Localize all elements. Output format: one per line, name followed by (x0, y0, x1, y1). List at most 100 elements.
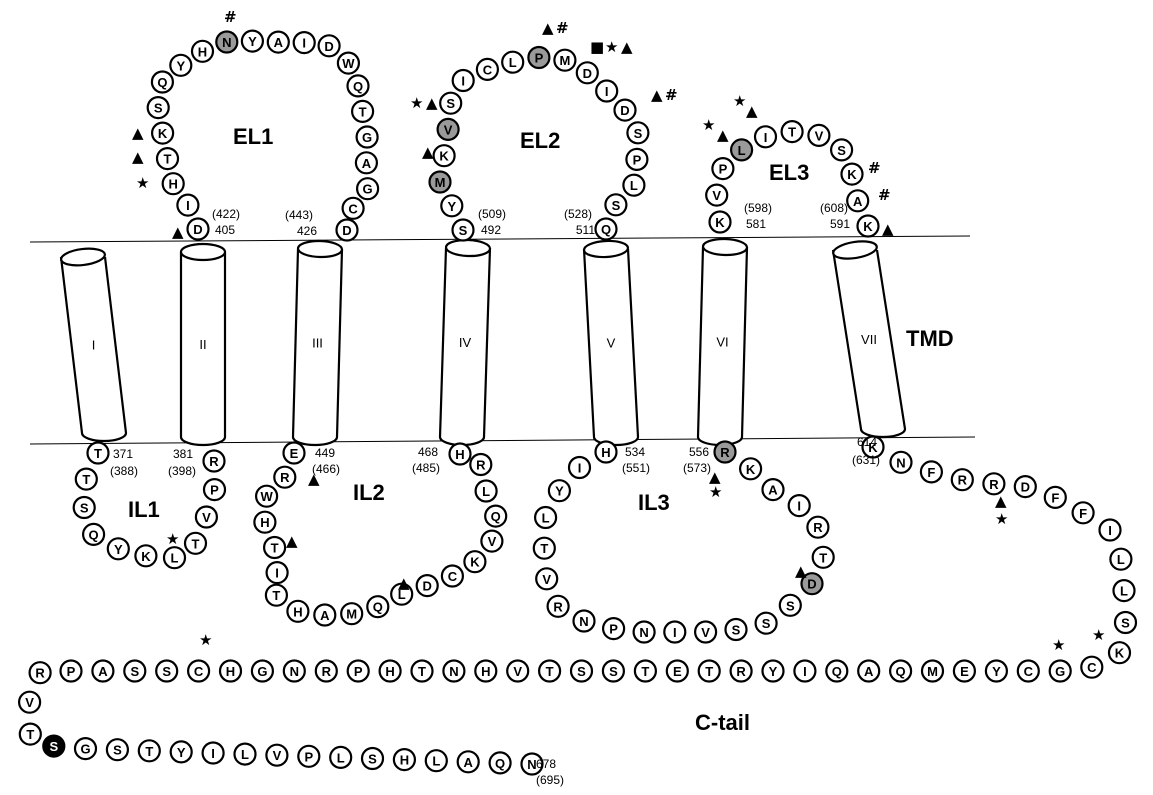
residue-number-label: (598) (744, 201, 772, 215)
residue-el2: I (595, 79, 619, 103)
residue-circle (265, 743, 289, 767)
residue-circle (1113, 610, 1138, 635)
residue-letter: S (762, 616, 771, 631)
residue-letter: C (1087, 660, 1097, 675)
residue-circle (501, 50, 525, 74)
residue-il3: R (713, 440, 737, 464)
residue-circle (601, 659, 626, 683)
residue-il1: R (202, 449, 226, 473)
residue-il3: T (532, 536, 556, 560)
residue-ctail: R (314, 659, 338, 683)
residue-ctail: A (857, 659, 881, 683)
residue-ctail: S (105, 738, 130, 762)
residue-letter: D (583, 66, 592, 81)
residue-circle (91, 659, 115, 683)
residue-el1: K (151, 121, 175, 145)
region-label-el2: EL2 (520, 128, 560, 153)
annotation-marker: ▲ (308, 470, 320, 488)
residue-circle (186, 217, 210, 241)
helix-body (179, 252, 227, 447)
residue-el2: S (604, 193, 628, 217)
residue-il3: I (663, 620, 687, 644)
residue-circle (415, 573, 439, 598)
residue-circle (535, 567, 559, 591)
residue-letter: S (368, 752, 377, 767)
residue-circle (169, 53, 193, 77)
residue-ctail: Y (169, 740, 193, 764)
residue-el1: D (186, 217, 210, 241)
residue-circle (537, 659, 562, 683)
annotation-marker: ▲ (132, 148, 144, 166)
residue-circle (547, 479, 572, 503)
residue-circle (856, 214, 880, 238)
annotation-marker: ▲ (709, 468, 721, 486)
residue-circle (604, 193, 628, 217)
residue-il1: Q (81, 522, 106, 547)
residue-circle (1109, 547, 1133, 571)
residue-circle (424, 749, 448, 773)
residue-el1: G (355, 125, 379, 149)
residue-el2: L (501, 50, 525, 74)
residue-number-label: (551) (622, 461, 650, 475)
residue-letter: T (540, 541, 548, 556)
residue-ctail: A (91, 659, 115, 683)
residue-letter: S (634, 126, 643, 141)
residue-circle (532, 536, 556, 560)
residue-letter: K (158, 126, 168, 141)
residue-circle (286, 599, 310, 623)
residue-letter: P (609, 622, 618, 637)
residue-letter: R (958, 473, 968, 488)
residue-el1: A (266, 30, 290, 54)
annotation-marker: ★ (199, 631, 212, 649)
residue-circle (162, 546, 187, 570)
residue-letter: T (359, 104, 367, 119)
residue-circle (1048, 659, 1072, 683)
residue-letter: D (1021, 480, 1030, 495)
residue-circle (787, 494, 811, 518)
residue-circle (533, 505, 558, 530)
residue-circle (137, 739, 161, 763)
residue-il1: L (162, 546, 187, 570)
residue-ctail: H (392, 747, 416, 772)
residue-ctail: N (282, 659, 306, 683)
residue-circle (161, 172, 185, 196)
residue-il3: A (761, 478, 785, 502)
residue-letter: Y (992, 664, 1001, 679)
residue-el1: T (155, 147, 180, 171)
residue-circle (81, 522, 106, 547)
residue-number-label: (443) (285, 208, 313, 222)
residue-circle (336, 51, 360, 75)
residue-circle (28, 661, 52, 685)
residue-il2: V (480, 529, 504, 553)
residue-ctail: S (123, 659, 147, 683)
residue-el3: V (807, 123, 831, 147)
residue-letter: V (513, 664, 522, 679)
annotation-marker: ▲ (426, 94, 438, 112)
residue-circle (439, 91, 463, 115)
residue-letter: I (673, 625, 677, 640)
residue-circle (807, 123, 831, 147)
residue-circle (340, 602, 364, 626)
residue-circle (263, 535, 287, 560)
helix-3: III (291, 239, 344, 447)
residue-el2: S (451, 218, 475, 242)
residue-circle (341, 196, 365, 220)
residue-circle (215, 30, 239, 54)
residue-letter: R (35, 666, 45, 681)
residue-il3: T (811, 545, 835, 569)
residue-ctail: Q (488, 751, 512, 775)
annotation-marker: ▲ (398, 574, 410, 592)
residue-circle (806, 515, 830, 539)
residue-ctail: S (569, 659, 594, 683)
residue-letter: K (847, 167, 857, 182)
residue-ctail: T (410, 659, 434, 683)
residue-circle (346, 659, 370, 683)
residue-ctail: L (233, 742, 257, 766)
residue-ctail: R (28, 661, 52, 685)
helix-top-cap (582, 239, 630, 259)
residue-circle (506, 659, 530, 683)
residue-el1: Y (240, 29, 264, 53)
residue-ctail: E (952, 659, 977, 683)
region-label-il3: IL3 (638, 490, 670, 515)
residue-letter: F (927, 465, 935, 480)
